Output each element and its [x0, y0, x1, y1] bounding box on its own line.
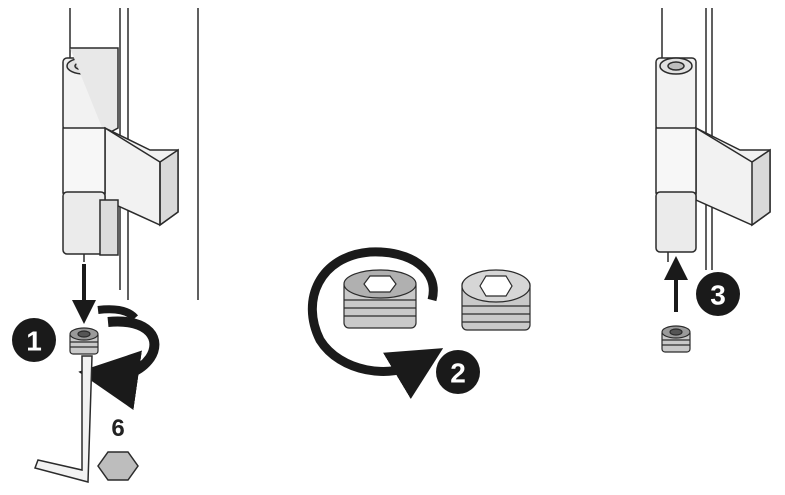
bushing-large-left — [344, 270, 416, 328]
rotate-arrow-icon — [108, 322, 154, 377]
hex-size-label: 6 — [111, 415, 124, 442]
bushing-small-right — [662, 326, 690, 352]
step-number-3: 3 — [710, 280, 726, 311]
step-badge-2: 2 — [436, 350, 480, 394]
bushing-large-right — [462, 270, 530, 330]
right-hinge — [656, 8, 770, 270]
step-number-1: 1 — [26, 326, 42, 357]
step-number-2: 2 — [450, 358, 466, 389]
step-badge-1: 1 — [12, 318, 56, 362]
bushing-small-left — [70, 328, 98, 354]
hexagon-icon — [98, 452, 138, 480]
left-hinge — [63, 8, 198, 300]
step-badge-3: 3 — [696, 272, 740, 316]
hex-key-icon — [35, 356, 92, 482]
